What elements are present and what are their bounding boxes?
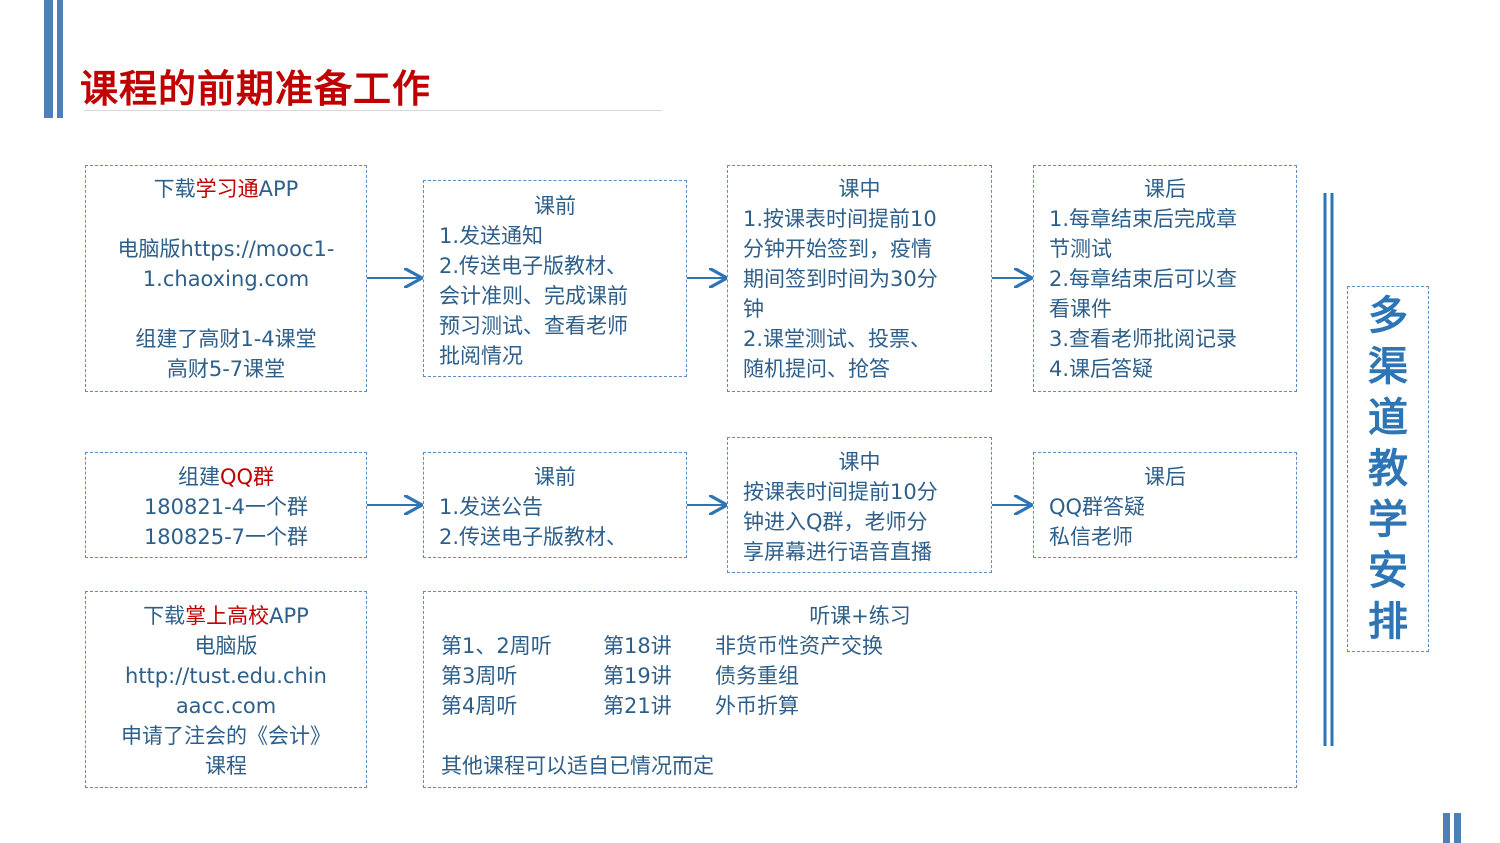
schedule-topic: 外币折算 [715,694,799,718]
box-line: 4.课后答疑 [1049,357,1154,381]
zhangshang-app-name: 掌上高校 [185,604,270,628]
box-line: aacc.com [175,694,277,718]
box-line: 享屏幕进行语音直播 [743,540,932,564]
box-line: 批阅情况 [439,344,523,368]
schedule-lecture: 第18讲 [603,634,672,658]
listening-schedule-box: 听课+练习 第1、2周听 第18讲 非货币性资产交换 第3周听 第19讲 债务重… [423,591,1297,788]
box-line: 钟 [743,297,764,321]
during-class-heading: 课中 [838,450,881,474]
box-line: 组建了高财1-4课堂 [135,327,317,351]
page-title: 课程的前期准备工作 [80,67,432,111]
side-label-char: 排 [1368,598,1408,645]
xuexitong-heading: 下载学习通APP [153,177,299,201]
side-label-char: 安 [1368,547,1408,594]
box-line: 课程 [205,754,247,778]
box-line: 分钟开始签到，疫情 [743,237,932,261]
side-label-char: 教 [1368,445,1408,492]
box-line: QQ群答疑 [1049,495,1146,519]
box-line: 随机提问、抢答 [743,357,890,381]
schedule-week: 第3周听 [441,664,518,688]
box-line: http://tust.edu.chin [125,664,327,688]
zhangshang-heading: 下载掌上高校APP [143,604,309,628]
schedule-footer: 其他课程可以适自已情况而定 [441,754,714,778]
box-line: 会计准则、完成课前 [439,284,628,308]
qq-group-heading: 组建QQ群 [177,465,275,489]
box-line: 2.传送电子版教材、 [439,254,628,278]
box-line: 期间签到时间为30分 [743,267,938,291]
box-line: 1.chaoxing.com [142,267,310,291]
box-line: 2.传送电子版教材、 [439,525,628,549]
box-line: 1.发送公告 [439,495,544,519]
box-line: 申请了注会的《会计》 [121,724,331,748]
row1-after-class-box: 课后 1.每章结束后完成章 节测试 2.每章结束后可以查 看课件 3.查看老师批… [1033,165,1297,392]
box-line: 1.发送通知 [439,224,544,248]
title-divider [84,110,662,111]
before-class-heading: 课前 [534,465,576,489]
box-line: 按课表时间提前10分 [743,480,938,504]
side-label-box: 多 渠 道 教 学 安 排 [1347,286,1429,652]
box-line: 电脑版https://mooc1- [117,237,335,261]
side-label-char: 渠 [1368,343,1408,390]
row2-during-class-box: 课中 按课表时间提前10分 钟进入Q群，老师分 享屏幕进行语音直播 [727,437,992,573]
row2-after-class-box: 课后 QQ群答疑 私信老师 [1033,452,1297,558]
box-line: 2.课堂测试、投票、 [743,327,932,351]
box-line: 看课件 [1049,297,1112,321]
row1-before-class-box: 课前 1.发送通知 2.传送电子版教材、 会计准则、完成课前 预习测试、查看老师… [423,180,687,377]
qq-group-name: QQ群 [219,465,275,489]
box-line: 180825-7一个群 [143,525,309,549]
row2-before-class-box: 课前 1.发送公告 2.传送电子版教材、 [423,452,687,558]
left-accent-bar-thick [44,0,53,118]
schedule-week: 第4周听 [441,694,518,718]
during-class-heading: 课中 [838,177,881,201]
box-line: 2.每章结束后可以查 [1049,267,1238,291]
side-label-char: 多 [1368,292,1408,339]
corner-accent-bar-2 [1454,813,1461,843]
left-accent-bar-thin [57,0,63,118]
box-line: 1.按课表时间提前10 [743,207,937,231]
box-line: 高财5-7课堂 [166,357,286,381]
zhangshang-gaoxiao-app-box: 下载掌上高校APP 电脑版 http://tust.edu.chin aacc.… [85,591,367,788]
qq-group-box: 组建QQ群 180821-4一个群 180825-7一个群 [85,452,367,558]
schedule-lecture: 第21讲 [603,694,672,718]
schedule-heading: 听课+练习 [809,604,911,628]
box-line: 1.每章结束后完成章 [1049,207,1238,231]
schedule-row: 第4周听 第21讲 外币折算 [441,691,1296,721]
box-line: 预习测试、查看老师 [439,314,628,338]
corner-accent-bar-1 [1443,813,1450,843]
box-line: 3.查看老师批阅记录 [1049,327,1238,351]
xuexitong-app-box: 下载学习通APP 电脑版https://mooc1- 1.chaoxing.co… [85,165,367,392]
schedule-week: 第1、2周听 [441,634,552,658]
after-class-heading: 课后 [1144,177,1186,201]
box-line: 钟进入Q群，老师分 [743,510,928,534]
side-label-char: 学 [1368,496,1408,543]
box-line: 私信老师 [1049,525,1133,549]
schedule-row: 第3周听 第19讲 债务重组 [441,661,1296,691]
schedule-topic: 债务重组 [715,664,799,688]
box-line: 电脑版 [194,634,258,658]
box-line: 节测试 [1049,237,1112,261]
after-class-heading: 课后 [1144,465,1186,489]
side-label-char: 道 [1368,394,1408,441]
schedule-topic: 非货币性资产交换 [715,634,883,658]
row1-during-class-box: 课中 1.按课表时间提前10 分钟开始签到，疫情 期间签到时间为30分 钟 2.… [727,165,992,392]
before-class-heading: 课前 [534,194,576,218]
xuexitong-app-name: 学习通 [195,177,259,201]
box-line: 180821-4一个群 [143,495,309,519]
schedule-row: 第1、2周听 第18讲 非货币性资产交换 [441,631,1296,661]
schedule-lecture: 第19讲 [603,664,672,688]
